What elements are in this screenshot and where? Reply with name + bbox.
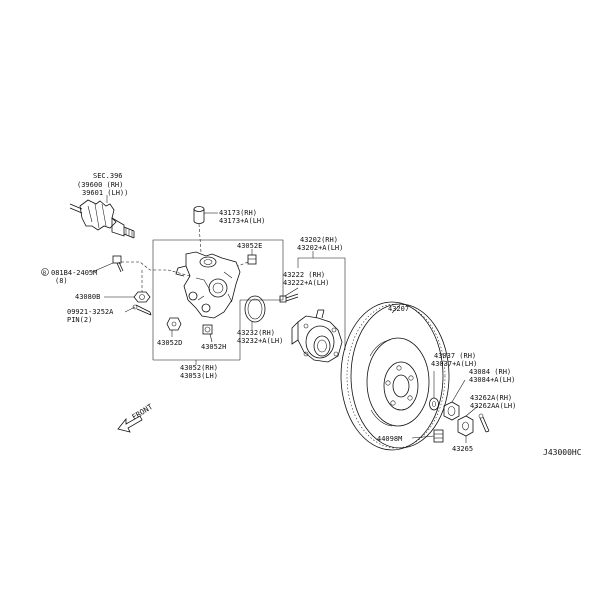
label-pin-qty: PIN(2) (67, 316, 92, 324)
cotter-pin-right-drawing (478, 413, 490, 433)
label-43262a: 43262A(RH) (470, 394, 512, 402)
wheel-hub-43202-drawing (291, 309, 343, 363)
label-44098m: 44098M (377, 435, 402, 443)
label-43037: 43037 (RH) (434, 352, 476, 360)
label-43232a: 43232+A(LH) (237, 337, 283, 345)
seal-ring-43232-drawing (244, 295, 266, 323)
label-43202a: 43202+A(LH) (297, 244, 343, 252)
label-43084: 43084 (RH) (469, 368, 511, 376)
label-09921: 09921-3252A (67, 308, 114, 316)
cotter-pin-drawing (132, 304, 152, 316)
nut-43052e-drawing (247, 254, 257, 265)
label-front: FRONT (130, 402, 154, 422)
washer-43037-drawing (429, 397, 439, 411)
label-43232: 43232(RH) (237, 329, 275, 337)
circled-b-icon (41, 268, 49, 276)
nut-43080b-drawing (133, 291, 151, 303)
hub-cap-43262a-drawing (457, 415, 474, 437)
front-arrow-icon (117, 415, 143, 433)
hub-nut-43084-drawing (443, 401, 460, 421)
label-39600: (39600 (RH) (77, 181, 123, 189)
drive-shaft-drawing (69, 199, 135, 239)
bushing-43173-drawing (193, 206, 205, 224)
part-labels: SEC.396 (39600 (RH) 39601 (LH)) 43173(RH… (41, 172, 582, 457)
label-43173a: 43173+A(LH) (219, 217, 265, 225)
label-circled-b: B (43, 271, 46, 277)
steering-knuckle-drawing (167, 251, 241, 319)
brake-rotor-43207-drawing (340, 301, 450, 451)
hub-group-bracket (298, 257, 346, 350)
knuckle-group-bracket (152, 239, 284, 360)
label-43202: 43202(RH) (300, 236, 338, 244)
label-43052h: 43052H (201, 343, 226, 351)
label-43084a: 43084+A(LH) (469, 376, 515, 384)
label-43052d: 43052D (157, 339, 182, 347)
label-43222a: 43222+A(LH) (283, 279, 329, 287)
label-081b4: 081B4-2405M (51, 269, 97, 277)
label-081b4-qty: (8) (55, 277, 68, 285)
label-43222: 43222 (RH) (283, 271, 325, 279)
hub-bolt-43222-drawing (279, 293, 299, 303)
label-43052e: 43052E (237, 242, 262, 250)
lug-44098m-drawing (433, 429, 444, 443)
label-43207: 43207 (388, 305, 409, 313)
nut-43052h-drawing (202, 324, 213, 335)
nut-43052d-drawing (166, 317, 182, 331)
label-43262aa: 43262AA(LH) (470, 402, 516, 410)
diagram-code: J43000HC (543, 448, 582, 457)
label-43173: 43173(RH) (219, 209, 257, 217)
label-39601: 39601 (LH)) (82, 189, 128, 197)
label-43265: 43265 (452, 445, 473, 453)
label-43080b: 43080B (75, 293, 100, 301)
bolt-081b4-drawing (112, 255, 124, 273)
label-43037a: 43037+A(LH) (431, 360, 477, 368)
label-43053: 43053(LH) (180, 372, 218, 380)
label-43052: 43052(RH) (180, 364, 218, 372)
label-sec-396: SEC.396 (93, 172, 123, 180)
